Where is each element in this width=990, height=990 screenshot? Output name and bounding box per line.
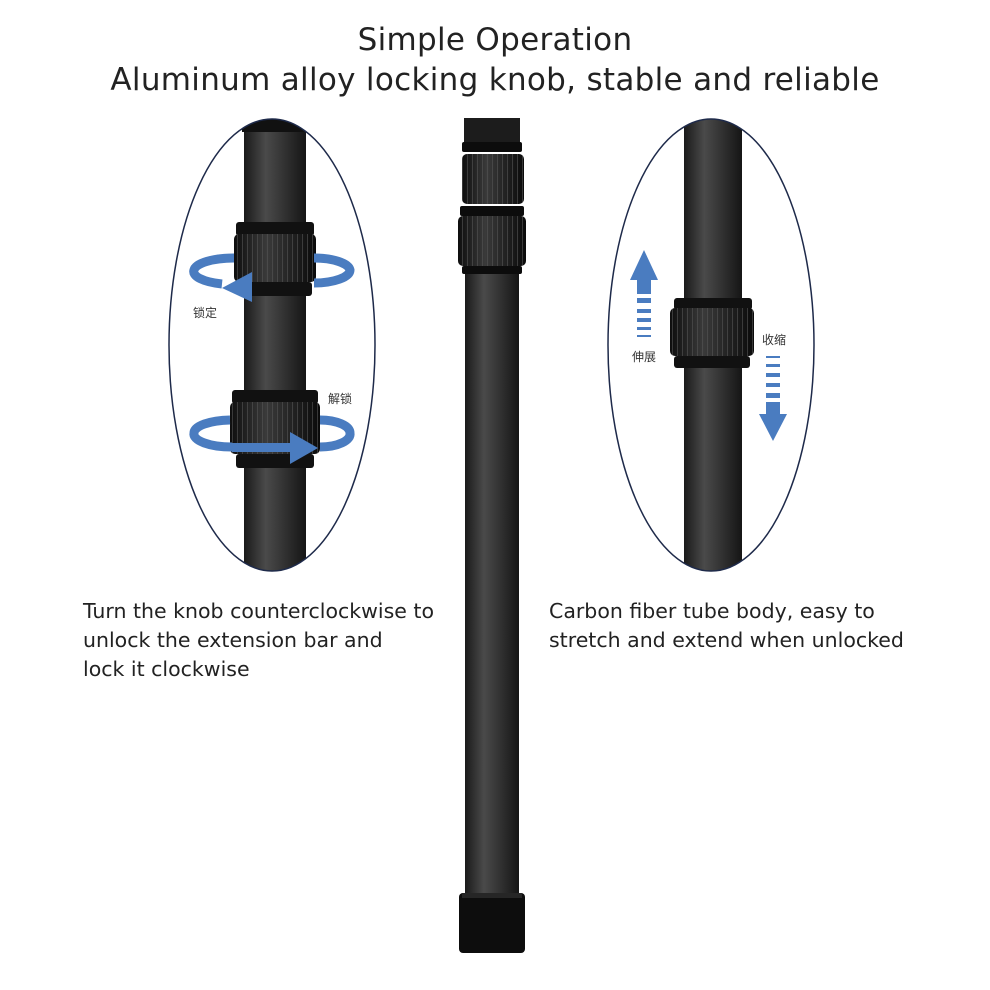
extension-pole xyxy=(458,118,526,953)
extend-label: 伸展 xyxy=(632,350,656,364)
right-caption-line: Carbon fiber tube body, easy to xyxy=(549,599,875,623)
rotate-counterclockwise-arrow-icon xyxy=(189,253,355,302)
left-caption-line: lock it clockwise xyxy=(83,657,250,681)
left-caption: Turn the knob counterclockwise to unlock… xyxy=(83,597,453,684)
left-caption-line: unlock the extension bar and xyxy=(83,628,383,652)
rotate-clockwise-arrow-icon xyxy=(189,415,355,464)
left-caption-line: Turn the knob counterclockwise to xyxy=(83,599,435,623)
extend-up-arrow-icon xyxy=(630,250,658,337)
heading-line-2: Aluminum alloy locking knob, stable and … xyxy=(110,62,880,98)
lock-label: 锁定 xyxy=(193,305,217,320)
unlock-label: 解锁 xyxy=(328,391,352,406)
retract-label: 收缩 xyxy=(762,332,786,347)
retract-down-arrow-icon xyxy=(759,356,787,441)
heading-line-1: Simple Operation xyxy=(357,22,633,58)
right-caption-line: stretch and extend when unlocked xyxy=(549,628,904,652)
left-detail-oval: 锁定 解锁 xyxy=(168,118,376,572)
right-detail-oval: 伸展 收缩 xyxy=(607,118,815,572)
right-caption: Carbon fiber tube body, easy to stretch … xyxy=(549,597,929,655)
